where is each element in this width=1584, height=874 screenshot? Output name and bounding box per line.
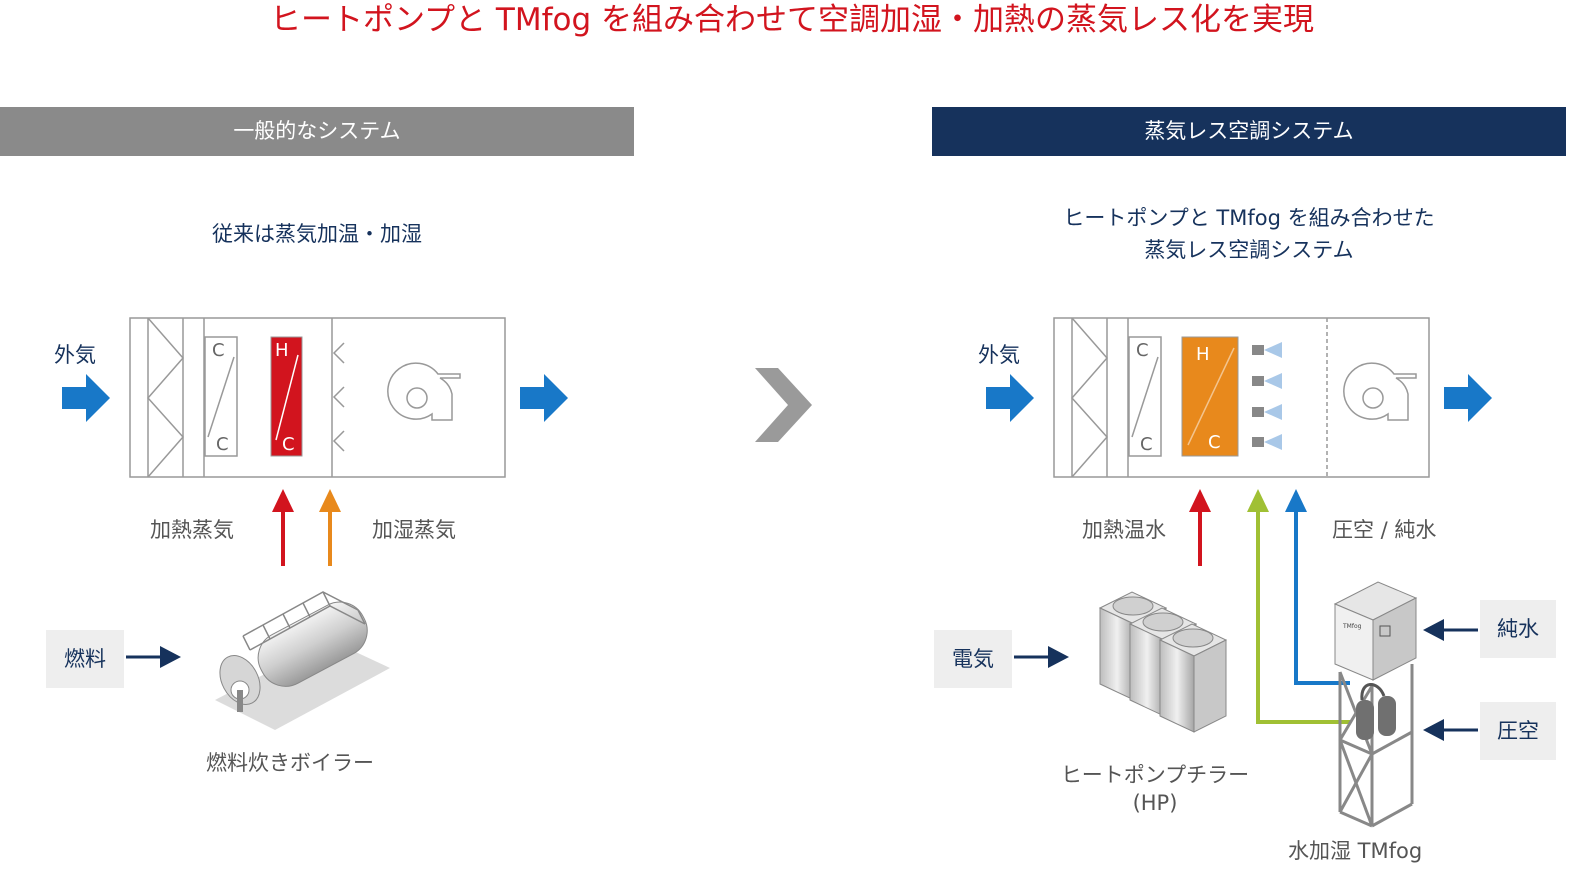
fuel-arrow — [126, 646, 181, 668]
coil-label-h-right: H — [1196, 344, 1210, 365]
outside-air-label-right: 外気 — [978, 343, 1020, 367]
heating-steam-label: 加熱蒸気 — [150, 518, 234, 542]
hp-label-line2: (HP) — [1132, 791, 1178, 815]
panel-header-conventional: 一般的なシステム — [0, 107, 634, 156]
hp-label-line1: ヒートポンプチラー — [1060, 763, 1250, 787]
coil-label-c-top-right: C — [1136, 340, 1149, 361]
humidifying-steam-arrow — [319, 489, 341, 566]
boiler-label: 燃料炊きボイラー — [206, 751, 374, 775]
cooling-coil-right — [1128, 336, 1162, 457]
coil-label-c-top-left: C — [212, 340, 225, 361]
compressed-air-line — [1247, 489, 1350, 724]
panel-header-steamless: 蒸気レス空調システム — [932, 107, 1566, 156]
coil-label-c-bottom-left: C — [216, 434, 229, 455]
supply-air-arrow-left — [520, 374, 568, 422]
pure-water-arrow — [1423, 619, 1478, 641]
coil-label-hc-right: C — [1208, 432, 1221, 453]
ahu-unit-right — [1053, 317, 1430, 478]
air-water-label: 圧空 / 純水 — [1332, 518, 1437, 542]
fuel-box: 燃料 — [46, 630, 124, 688]
compressed-air-arrow — [1423, 719, 1478, 741]
outside-air-arrow-left — [62, 374, 110, 422]
boiler-icon — [215, 591, 390, 730]
spray-nozzles — [1252, 342, 1282, 450]
humidifying-steam-label: 加湿蒸気 — [372, 518, 456, 542]
caption-conventional: 従来は蒸気加温・加湿 — [212, 222, 422, 246]
caption-steamless-line2: 蒸気レス空調システム — [1144, 238, 1354, 262]
compressed-air-box: 圧空 — [1480, 702, 1556, 760]
coil-label-h-left: H — [275, 340, 289, 361]
transition-arrow — [755, 368, 812, 442]
heat-pump-chiller-icon — [1098, 591, 1228, 733]
cooling-coil-left — [204, 336, 238, 457]
outside-air-label-left: 外気 — [54, 343, 96, 367]
heating-coil-left — [270, 336, 303, 457]
tmfog-unit-icon: TMfog — [1333, 581, 1418, 828]
heating-water-label: 加熱温水 — [1082, 518, 1166, 542]
tmfog-label: 水加湿 TMfog — [1288, 839, 1423, 863]
electricity-arrow — [1014, 646, 1069, 668]
electricity-box: 電気 — [934, 630, 1012, 688]
ahu-unit-left — [129, 317, 506, 478]
caption-steamless-line1: ヒートポンプと TMfog を組み合わせた — [1063, 206, 1435, 230]
pure-water-box: 純水 — [1480, 600, 1556, 658]
supply-air-arrow-right — [1444, 374, 1492, 422]
heating-coil-right — [1181, 336, 1239, 457]
chevron-markers-left — [332, 342, 345, 452]
heating-steam-arrow — [272, 489, 294, 566]
fan-icon — [387, 362, 461, 421]
heating-water-arrow — [1189, 489, 1211, 566]
pure-water-line — [1285, 489, 1350, 685]
coil-label-c-bottom-right: C — [1140, 434, 1153, 455]
fan-icon-right — [1343, 362, 1417, 421]
outside-air-arrow-right — [986, 374, 1034, 422]
page-title: ヒートポンプと TMfog を組み合わせて空調加湿・加熱の蒸気レス化を実現 — [269, 2, 1314, 38]
tmfog-badge: TMfog — [1342, 623, 1362, 630]
coil-label-hc-left: C — [282, 434, 295, 455]
